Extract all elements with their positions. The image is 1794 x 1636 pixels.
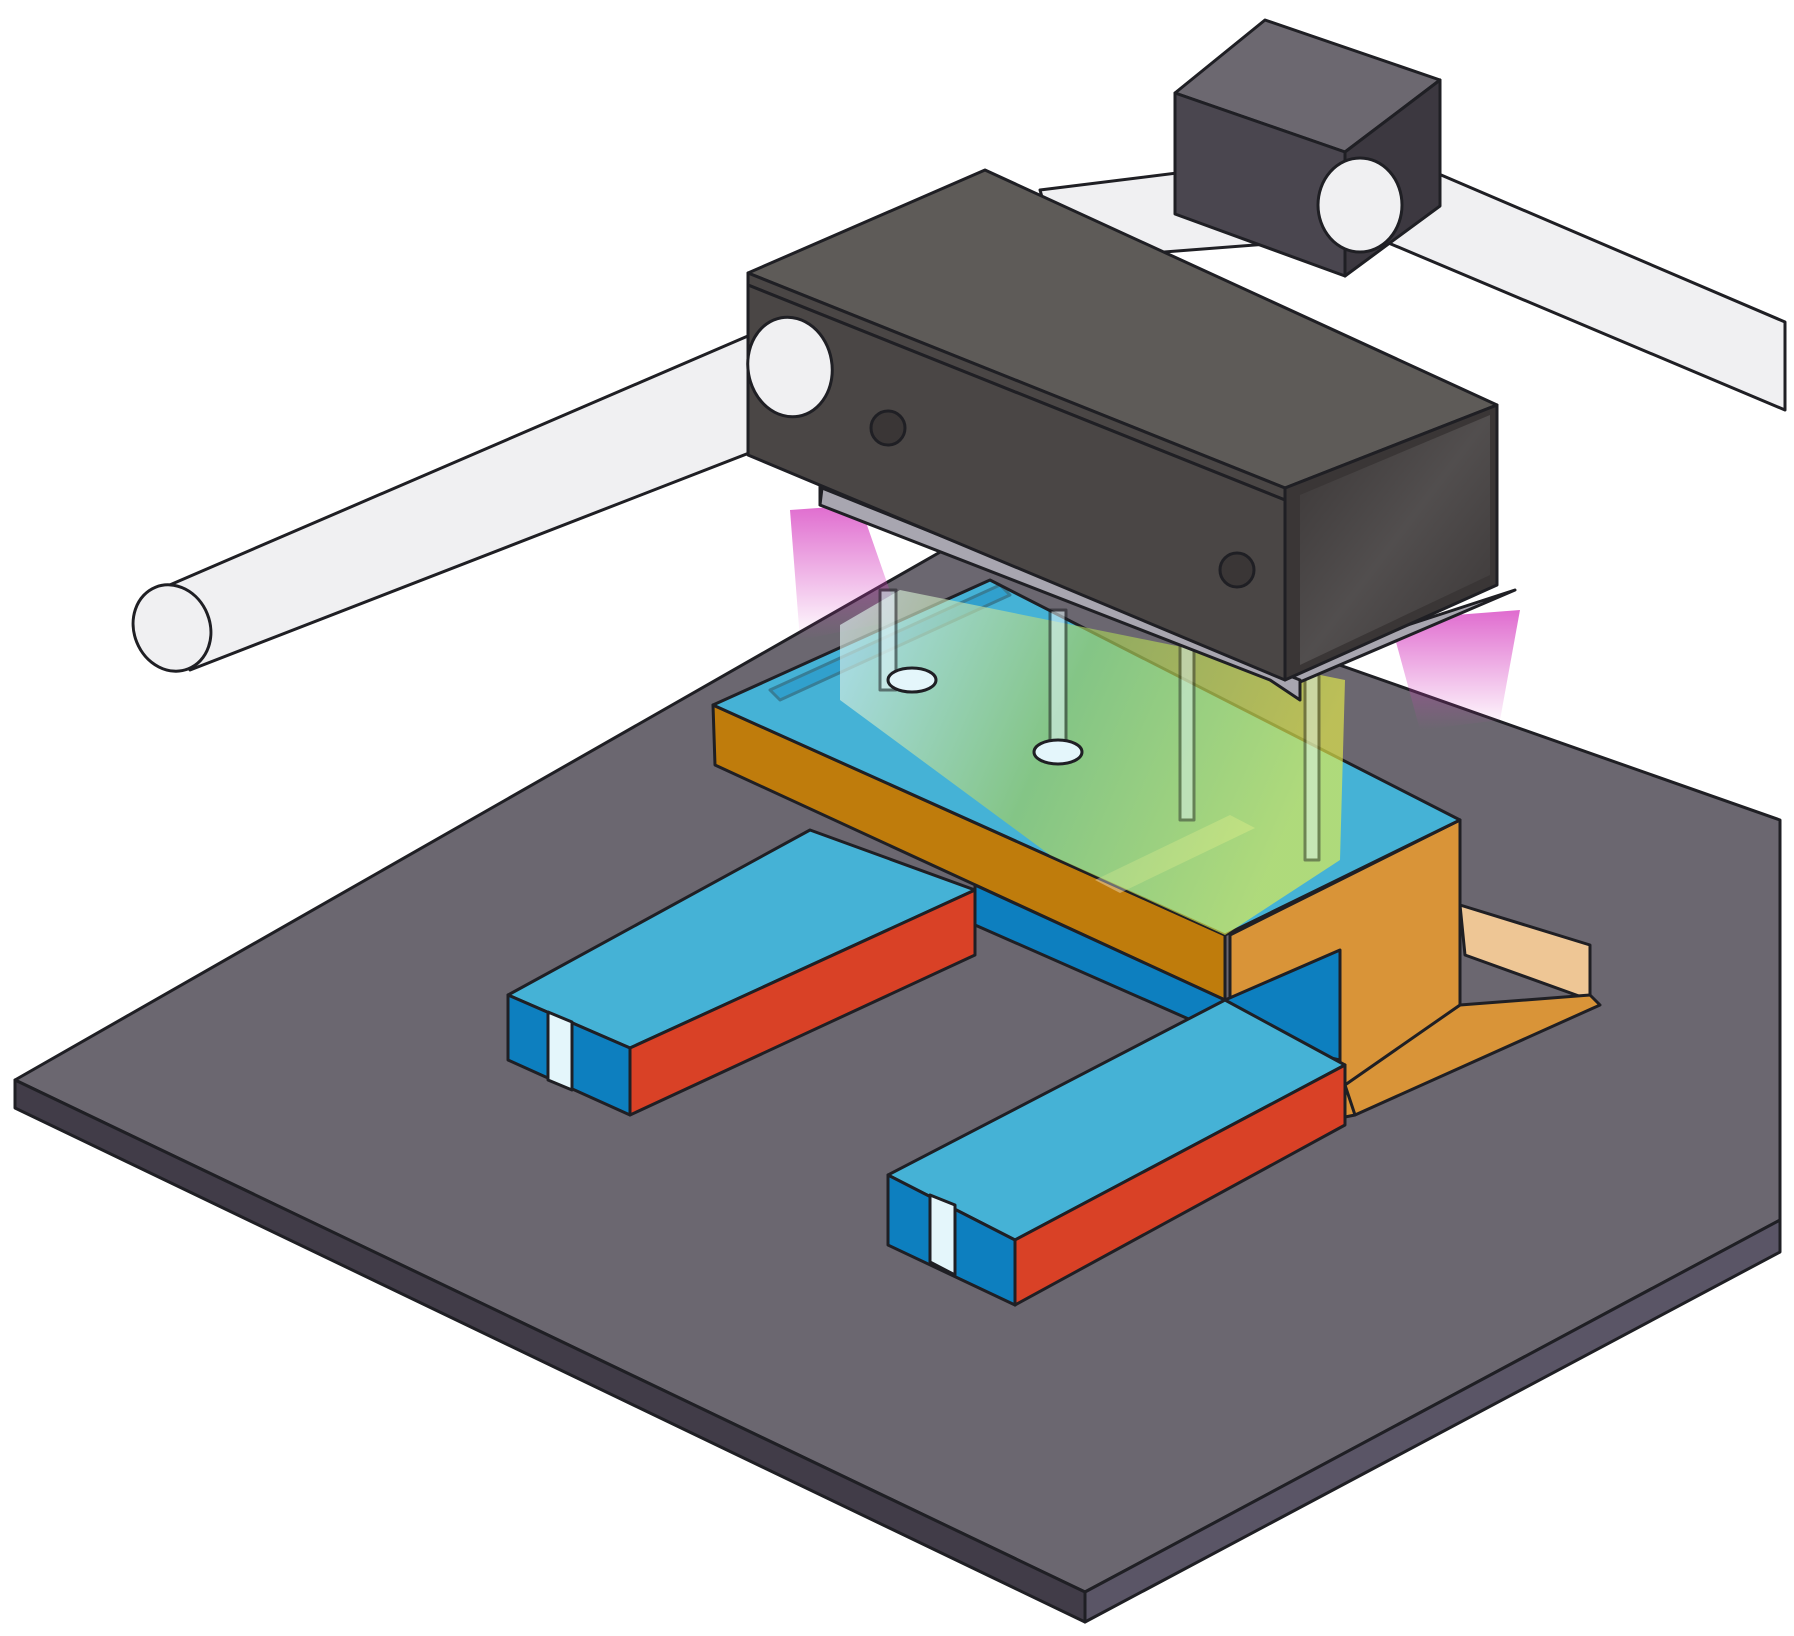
droplet-1: [886, 666, 938, 694]
printhead-gloss: [1300, 415, 1490, 665]
support-structure-icon: [711, 703, 1602, 1120]
jet-beam-2: [1048, 608, 1068, 747]
build-plate-right-edge: [1083, 1218, 1782, 1624]
material-droplets-icon: [840, 588, 1345, 935]
carriage-rail-socket: [1316, 156, 1404, 254]
inkjet-printhead-icon: [746, 168, 1517, 702]
front-rail-end: [131, 583, 213, 673]
rail-carriage-block-icon: [1173, 18, 1442, 278]
printhead-bolt-left: [869, 409, 907, 447]
right-leg-highlight: [928, 1193, 957, 1277]
jet-beam-1: [878, 588, 898, 692]
printhead-rail-socket: [746, 315, 834, 419]
jet-beam-4: [1303, 658, 1321, 862]
droplet-2: [1032, 738, 1084, 766]
uv-glow-right: [1390, 610, 1520, 730]
jet-fan: [840, 590, 1345, 935]
printhead-bolt-right: [1218, 551, 1256, 589]
left-leg-highlight: [546, 1010, 574, 1092]
